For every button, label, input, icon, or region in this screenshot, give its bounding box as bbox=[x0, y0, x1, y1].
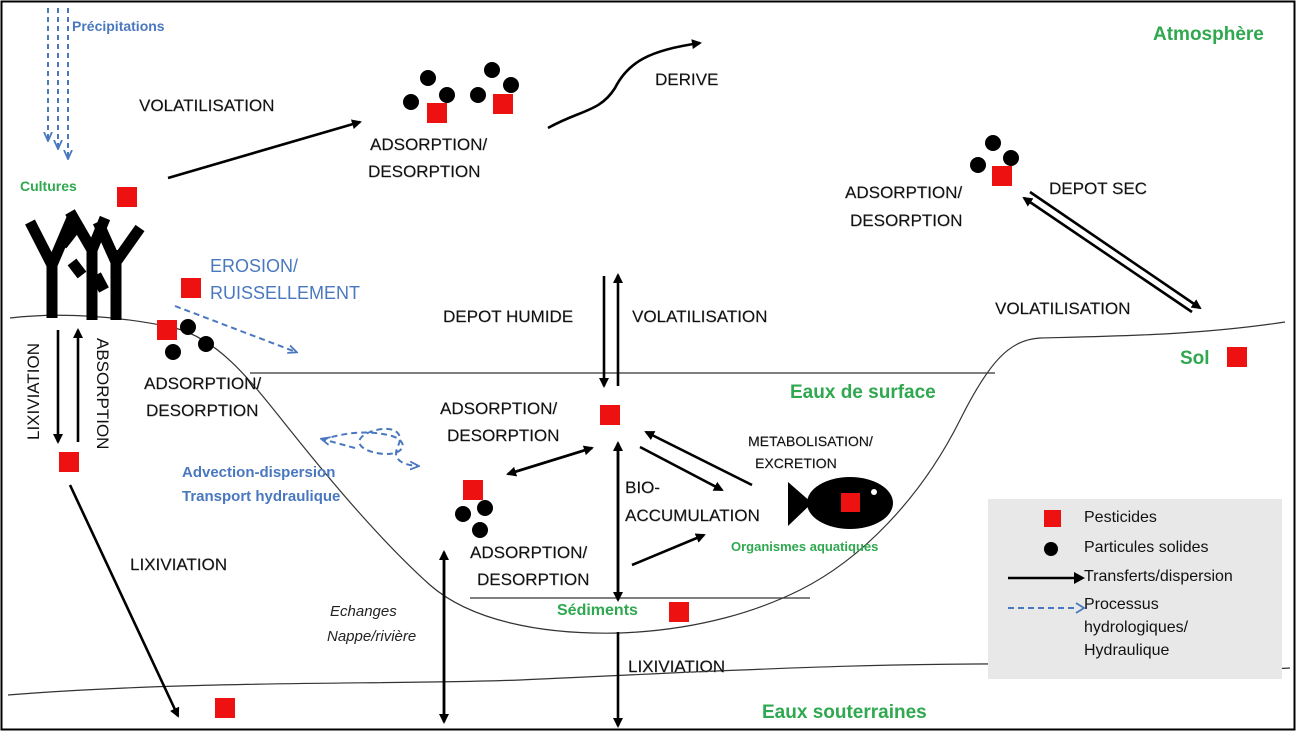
legend-transfer-arrow-icon bbox=[1008, 572, 1085, 584]
hydro-arrows bbox=[174, 305, 418, 466]
adsorption-bottom-label-1: ADSORPTION/ bbox=[470, 543, 588, 562]
fish-icon bbox=[788, 477, 893, 529]
atmosphere-label: Atmosphère bbox=[1153, 24, 1264, 45]
bio-label-1: BIO- bbox=[625, 478, 660, 497]
arrow-erosion bbox=[174, 305, 296, 352]
precipitations-label: Précipitations bbox=[72, 18, 165, 34]
precipitation-arrows bbox=[48, 8, 68, 158]
arrow-adsorption-center-b bbox=[507, 445, 594, 476]
legend-particle-swatch bbox=[1044, 542, 1058, 556]
erosion-label-2: RUISSELLEMENT bbox=[210, 283, 361, 303]
advection-label-2: Transport hydraulique bbox=[182, 488, 341, 505]
legend-transferts-label: Transferts/dispersion bbox=[1084, 568, 1233, 585]
eaux-surface-label: Eaux de surface bbox=[790, 382, 936, 403]
bio-label-2: ACCUMULATION bbox=[625, 506, 760, 525]
lixiviation-left-label: LIXIVIATION bbox=[24, 343, 43, 440]
arrow-lixiviation-bottom-left bbox=[68, 484, 180, 718]
adsorption-center-label-1: ADSORPTION/ bbox=[440, 399, 558, 418]
legend-pesticide-swatch bbox=[1044, 510, 1061, 527]
lixiviation-bottom-left-label: LIXIVIATION bbox=[130, 555, 227, 574]
eaux-souterraines-label: Eaux souterraines bbox=[762, 702, 927, 723]
derive-label: DERIVE bbox=[655, 70, 719, 89]
arrow-advection-loop bbox=[321, 427, 418, 466]
lixiviation-bottom-label: LIXIVIATION bbox=[628, 657, 725, 676]
arrow-metabolisation bbox=[644, 430, 753, 487]
absorption-label: ABSORPTION bbox=[93, 338, 112, 450]
arrow-bioaccumulation-low bbox=[631, 533, 706, 567]
volatilisation-top-label: VOLATILISATION bbox=[139, 96, 275, 115]
adsorption-right-label-1: ADSORPTION/ bbox=[845, 183, 963, 202]
depot-sec-label: DEPOT SEC bbox=[1049, 179, 1147, 198]
legend-processus-label-2: hydrologiques/ bbox=[1084, 619, 1189, 636]
volatilisation-right-label: VOLATILISATION bbox=[995, 299, 1131, 318]
particles bbox=[165, 62, 1019, 538]
transfer-arrows bbox=[53, 39, 1202, 728]
arrow-derive bbox=[547, 39, 702, 130]
legend-processus-label-3: Hydraulique bbox=[1084, 642, 1170, 659]
legend: Pesticides Particules solides Transferts… bbox=[988, 499, 1282, 679]
adsorption-right-label-2: DESORPTION bbox=[850, 211, 963, 230]
soil-surface-line bbox=[9, 314, 1286, 634]
arrow-volatilisation-right bbox=[1029, 190, 1202, 310]
depot-humide-label: DEPOT HUMIDE bbox=[443, 307, 574, 326]
arrow-advection-left bbox=[322, 439, 356, 449]
advection-label-1: Advection-dispersion bbox=[182, 464, 336, 481]
sediments-label: Sédiments bbox=[557, 602, 638, 619]
legend-hydro-arrow-icon bbox=[1008, 602, 1086, 614]
arrow-bioaccumulation-up bbox=[639, 445, 724, 492]
volatilisation-mid-label: VOLATILISATION bbox=[632, 307, 768, 326]
adsorption-center-label-2: DESORPTION bbox=[447, 426, 560, 445]
echanges-label-1: Echanges bbox=[330, 603, 397, 620]
arrow-depot-sec bbox=[1022, 196, 1193, 314]
arrow-volatilisation-top bbox=[167, 119, 362, 180]
echanges-label-2: Nappe/rivière bbox=[327, 628, 417, 645]
metabolisation-label-2: EXCRETION bbox=[755, 455, 837, 471]
metabolisation-label-1: METABOLISATION/ bbox=[748, 433, 873, 449]
adsorption-top-label-2: DESORPTION bbox=[368, 162, 481, 181]
adsorption-left-label-1: ADSORPTION/ bbox=[144, 374, 262, 393]
adsorption-left-label-2: DESORPTION bbox=[146, 401, 259, 420]
legend-particules-label: Particules solides bbox=[1084, 539, 1209, 556]
organismes-label: Organismes aquatiques bbox=[731, 539, 879, 554]
legend-pesticides-label: Pesticides bbox=[1084, 509, 1157, 526]
erosion-label-1: EROSION/ bbox=[210, 256, 299, 276]
cultures-label: Cultures bbox=[20, 178, 77, 194]
crops-icon bbox=[25, 209, 145, 320]
sol-label: Sol bbox=[1180, 348, 1210, 369]
legend-processus-label-1: Processus bbox=[1084, 596, 1159, 613]
adsorption-top-label-1: ADSORPTION/ bbox=[370, 135, 488, 154]
adsorption-bottom-label-2: DESORPTION bbox=[477, 570, 590, 589]
pesticides bbox=[59, 94, 1247, 718]
